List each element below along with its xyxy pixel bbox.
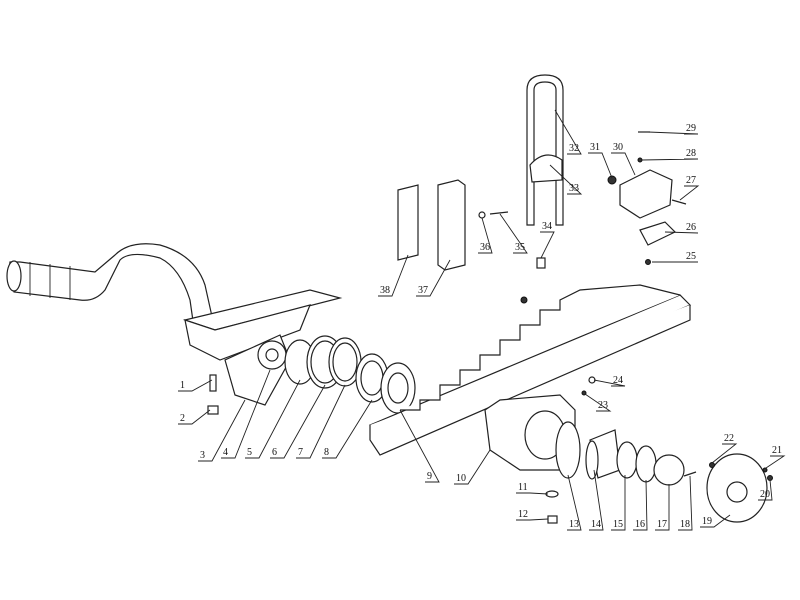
- leader-line: [765, 455, 786, 469]
- leader-line: [633, 479, 648, 531]
- part-number-label: 23: [598, 400, 608, 411]
- leader-line: [478, 217, 493, 254]
- leader-line: [664, 231, 699, 234]
- leader-line: [567, 474, 582, 531]
- leader-line: [198, 399, 246, 462]
- leader-line: [549, 164, 583, 195]
- part-number-label: 32: [569, 143, 579, 154]
- leader-line: [647, 131, 699, 135]
- part-number-label: 27: [686, 175, 696, 186]
- part-number-label: 22: [724, 433, 734, 444]
- part-number-label: 10: [456, 473, 466, 484]
- leader-line: [711, 443, 738, 464]
- leader-line: [611, 152, 636, 176]
- leader-line: [655, 484, 670, 531]
- leader-line: [516, 518, 549, 521]
- leader-line: [589, 469, 604, 531]
- leader-line: [593, 379, 626, 387]
- trailing-arm: [6, 243, 216, 336]
- part-number-label: 24: [613, 375, 623, 386]
- part-number-label: 9: [427, 471, 432, 482]
- part-number-label: 38: [380, 285, 390, 296]
- leader-line: [416, 259, 451, 297]
- leader-line: [678, 475, 693, 531]
- part-number-label: 7: [298, 447, 303, 458]
- leader-line: [296, 384, 346, 459]
- u-bolt: [526, 74, 564, 269]
- part-number-label: 31: [590, 142, 600, 153]
- leader-line: [516, 492, 549, 495]
- part-number-label: 5: [247, 447, 252, 458]
- leader-line: [554, 109, 582, 155]
- leader-line: [584, 393, 612, 412]
- part-number-label: 25: [686, 251, 696, 262]
- part-number-label: 28: [686, 148, 696, 159]
- upper-bracket: [607, 131, 687, 265]
- leader-line: [454, 449, 491, 485]
- part-number-label: 36: [480, 242, 490, 253]
- part-number-label: 4: [223, 447, 228, 458]
- leader-line: [641, 158, 699, 161]
- part-number-label: 15: [613, 519, 623, 530]
- part-number-label: 11: [518, 482, 528, 493]
- part-number-label: 18: [680, 519, 690, 530]
- part-number-label: 33: [569, 183, 579, 194]
- leaf-spring: [369, 284, 692, 456]
- part-number-label: 3: [200, 450, 205, 461]
- axle-seat: [484, 394, 576, 471]
- part-number-label: 6: [272, 447, 277, 458]
- bushing-rings: [284, 335, 416, 414]
- part-number-label: 1: [180, 380, 185, 391]
- part-number-label: 34: [542, 221, 552, 232]
- leader-line: [399, 409, 440, 483]
- leader-line: [378, 254, 409, 297]
- hub-parts: [555, 421, 773, 523]
- small-fasteners: [207, 374, 596, 524]
- part-number-label: 12: [518, 509, 528, 520]
- part-number-label: 13: [569, 519, 579, 530]
- part-number-label: 19: [702, 516, 712, 527]
- leader-line: [611, 475, 626, 531]
- part-number-label: 35: [515, 242, 525, 253]
- part-number-label: 37: [418, 285, 428, 296]
- spring-bracket: [182, 289, 343, 406]
- part-number-label: 30: [613, 142, 623, 153]
- part-number-label: 20: [760, 489, 770, 500]
- part-number-label: 2: [180, 413, 185, 424]
- leader-line: [322, 399, 373, 459]
- leader-line: [178, 409, 211, 425]
- plates: [397, 179, 509, 271]
- leader-line: [588, 152, 613, 179]
- part-number-label: 16: [635, 519, 645, 530]
- leader-line: [758, 479, 773, 501]
- part-number-label: 26: [686, 222, 696, 233]
- leader-lines: [178, 109, 786, 531]
- leader-line: [221, 369, 271, 459]
- leader-line: [245, 379, 301, 459]
- part-number-label: 17: [657, 519, 667, 530]
- leader-line: [499, 213, 528, 254]
- leader-line: [178, 379, 213, 392]
- part-number-label: 21: [772, 445, 782, 456]
- part-number-label: 14: [591, 519, 601, 530]
- part-number-label: 8: [324, 447, 329, 458]
- part-number-label: 29: [686, 123, 696, 134]
- leader-line: [679, 185, 700, 201]
- leader-line: [700, 514, 731, 528]
- leader-line: [540, 231, 555, 259]
- leader-line: [270, 384, 326, 459]
